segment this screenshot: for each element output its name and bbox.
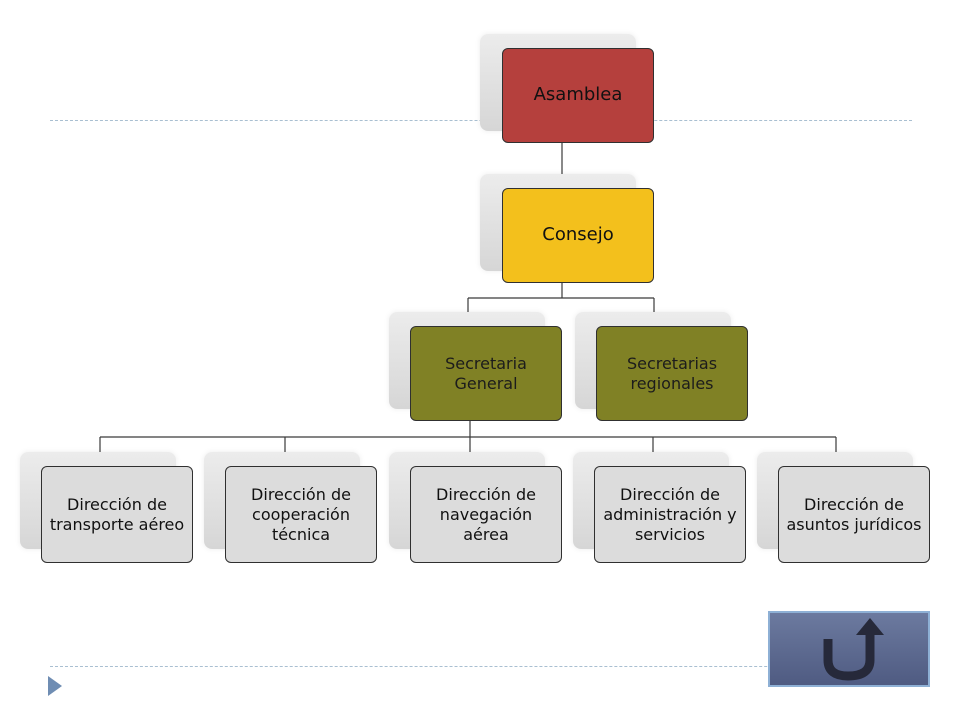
node-secretarias-regionales[interactable]: Secretarias regionales	[596, 326, 748, 421]
node-direccion-asuntos-juridicos[interactable]: Dirección de asuntos jurídicos	[778, 466, 930, 563]
node-direccion-administracion-servicios-label: Dirección de administración y servicios	[603, 484, 737, 544]
node-direccion-cooperacion-tecnica[interactable]: Dirección de cooperación técnica	[225, 466, 377, 563]
node-direccion-asuntos-juridicos-label: Dirección de asuntos jurídicos	[786, 494, 922, 534]
u-turn-return-arrow-icon	[823, 618, 884, 681]
node-secretarias-regionales-label: Secretarias regionales	[626, 353, 718, 393]
node-direccion-cooperacion-tecnica-label: Dirección de cooperación técnica	[251, 484, 351, 544]
node-direccion-administracion-servicios[interactable]: Dirección de administración y servicios	[594, 466, 746, 563]
node-asamblea[interactable]: Asamblea	[502, 48, 654, 143]
node-direccion-transporte-aereo-label: Dirección de transporte aéreo	[49, 494, 185, 534]
node-consejo[interactable]: Consejo	[502, 188, 654, 283]
node-direccion-navegacion-aerea-label: Dirección de navegación aérea	[436, 484, 536, 544]
bottom-guide-line	[50, 666, 912, 667]
node-consejo-label: Consejo	[542, 224, 614, 246]
return-button[interactable]	[768, 611, 930, 687]
node-secretaria-general[interactable]: Secretaria General	[410, 326, 562, 421]
node-secretaria-general-label: Secretaria General	[445, 353, 527, 393]
slide-bullet-icon	[48, 676, 62, 696]
node-asamblea-label: Asamblea	[533, 84, 623, 106]
node-direccion-transporte-aereo[interactable]: Dirección de transporte aéreo	[41, 466, 193, 563]
node-direccion-navegacion-aerea[interactable]: Dirección de navegación aérea	[410, 466, 562, 563]
